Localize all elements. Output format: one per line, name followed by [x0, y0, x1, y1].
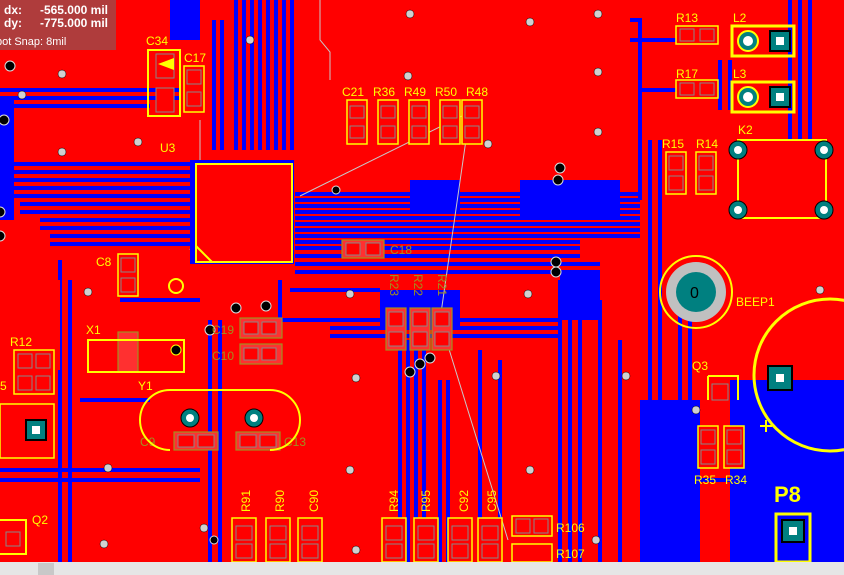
hud-snap: pot Snap: 8mil [0, 36, 67, 48]
x1-crystal[interactable] [87, 339, 185, 373]
smd-pads[interactable] [13, 25, 745, 562]
p8-connector[interactable] [774, 512, 812, 562]
label-r14: R14 [696, 137, 718, 151]
label-c90: C90 [307, 490, 321, 512]
label-r35: R35 [694, 473, 716, 487]
label-r49: R49 [404, 85, 426, 99]
label-q3: Q3 [692, 359, 708, 373]
label-r90: R90 [273, 490, 287, 512]
vias [0, 9, 825, 555]
bottom-pours [0, 0, 844, 562]
label-r12: R12 [10, 335, 32, 349]
horizontal-scrollbar[interactable] [0, 562, 844, 575]
label-c10: C10 [212, 349, 234, 363]
beep1-pin-label: 0 [690, 285, 699, 302]
q2-transistor[interactable] [0, 519, 27, 555]
label-r15: R15 [662, 137, 684, 151]
label-r94: R94 [387, 490, 401, 512]
hud-dy-label: dy: [4, 16, 22, 30]
left-component[interactable] [0, 403, 55, 459]
label-r36: R36 [373, 85, 395, 99]
label-r95: R95 [419, 490, 433, 512]
label-c19: C19 [212, 323, 234, 337]
label-r21: R21 [435, 274, 449, 296]
label-r48: R48 [466, 85, 488, 99]
label-r5: 5 [0, 379, 7, 393]
label-beep1: BEEP1 [736, 295, 775, 309]
label-r50: R50 [435, 85, 457, 99]
label-x1: X1 [86, 323, 101, 337]
label-k2: K2 [738, 123, 753, 137]
label-y1: Y1 [138, 379, 153, 393]
label-c17: C17 [184, 51, 206, 65]
label-c21: C21 [342, 85, 364, 99]
label-c18: C18 [390, 243, 412, 257]
electrolytic-capacitor[interactable] [752, 297, 844, 453]
label-c9: C9 [140, 435, 156, 449]
label-c92: C92 [457, 490, 471, 512]
label-c34: C34 [146, 34, 168, 48]
label-l3: L3 [733, 67, 747, 81]
label-q2: Q2 [32, 513, 48, 527]
hud-dx-label: dx: [4, 3, 22, 17]
inductor-pads[interactable] [730, 24, 796, 114]
k2-relay[interactable] [728, 139, 834, 220]
pcb-layout[interactable]: C34 C17 U3 C21 R36 R49 R50 R48 R13 L2 R1… [0, 0, 844, 562]
label-r106: R106 [556, 521, 585, 535]
label-l2: L2 [733, 11, 747, 25]
y1-crystal[interactable] [139, 389, 301, 451]
measurement-hud: dx: -565.000 mil dy: -775.000 mil pot Snap… [0, 0, 116, 50]
label-r22: R22 [411, 274, 425, 296]
silkscreen-labels: C34 C17 U3 C21 R36 R49 R50 R48 R13 L2 R1… [0, 11, 801, 561]
u3-ic[interactable] [190, 160, 294, 264]
hud-dx-value: -565.000 mil [39, 3, 108, 17]
label-r13: R13 [676, 11, 698, 25]
label-c8: C8 [96, 255, 112, 269]
label-c13: C13 [284, 435, 306, 449]
label-r34: R34 [725, 473, 747, 487]
label-r23: R23 [387, 274, 401, 296]
scrollbar-thumb[interactable] [38, 563, 54, 575]
label-p8: P8 [774, 482, 801, 507]
label-c95: C95 [485, 490, 499, 512]
c34-capacitor[interactable] [147, 49, 181, 117]
label-r107: R107 [556, 547, 585, 561]
beep1-buzzer[interactable]: 0 [659, 255, 733, 329]
label-r17: R17 [676, 67, 698, 81]
hud-dy-value: -775.000 mil [39, 16, 108, 30]
q3-transistor[interactable] [707, 375, 739, 401]
label-r91: R91 [239, 490, 253, 512]
label-u3: U3 [160, 141, 176, 155]
